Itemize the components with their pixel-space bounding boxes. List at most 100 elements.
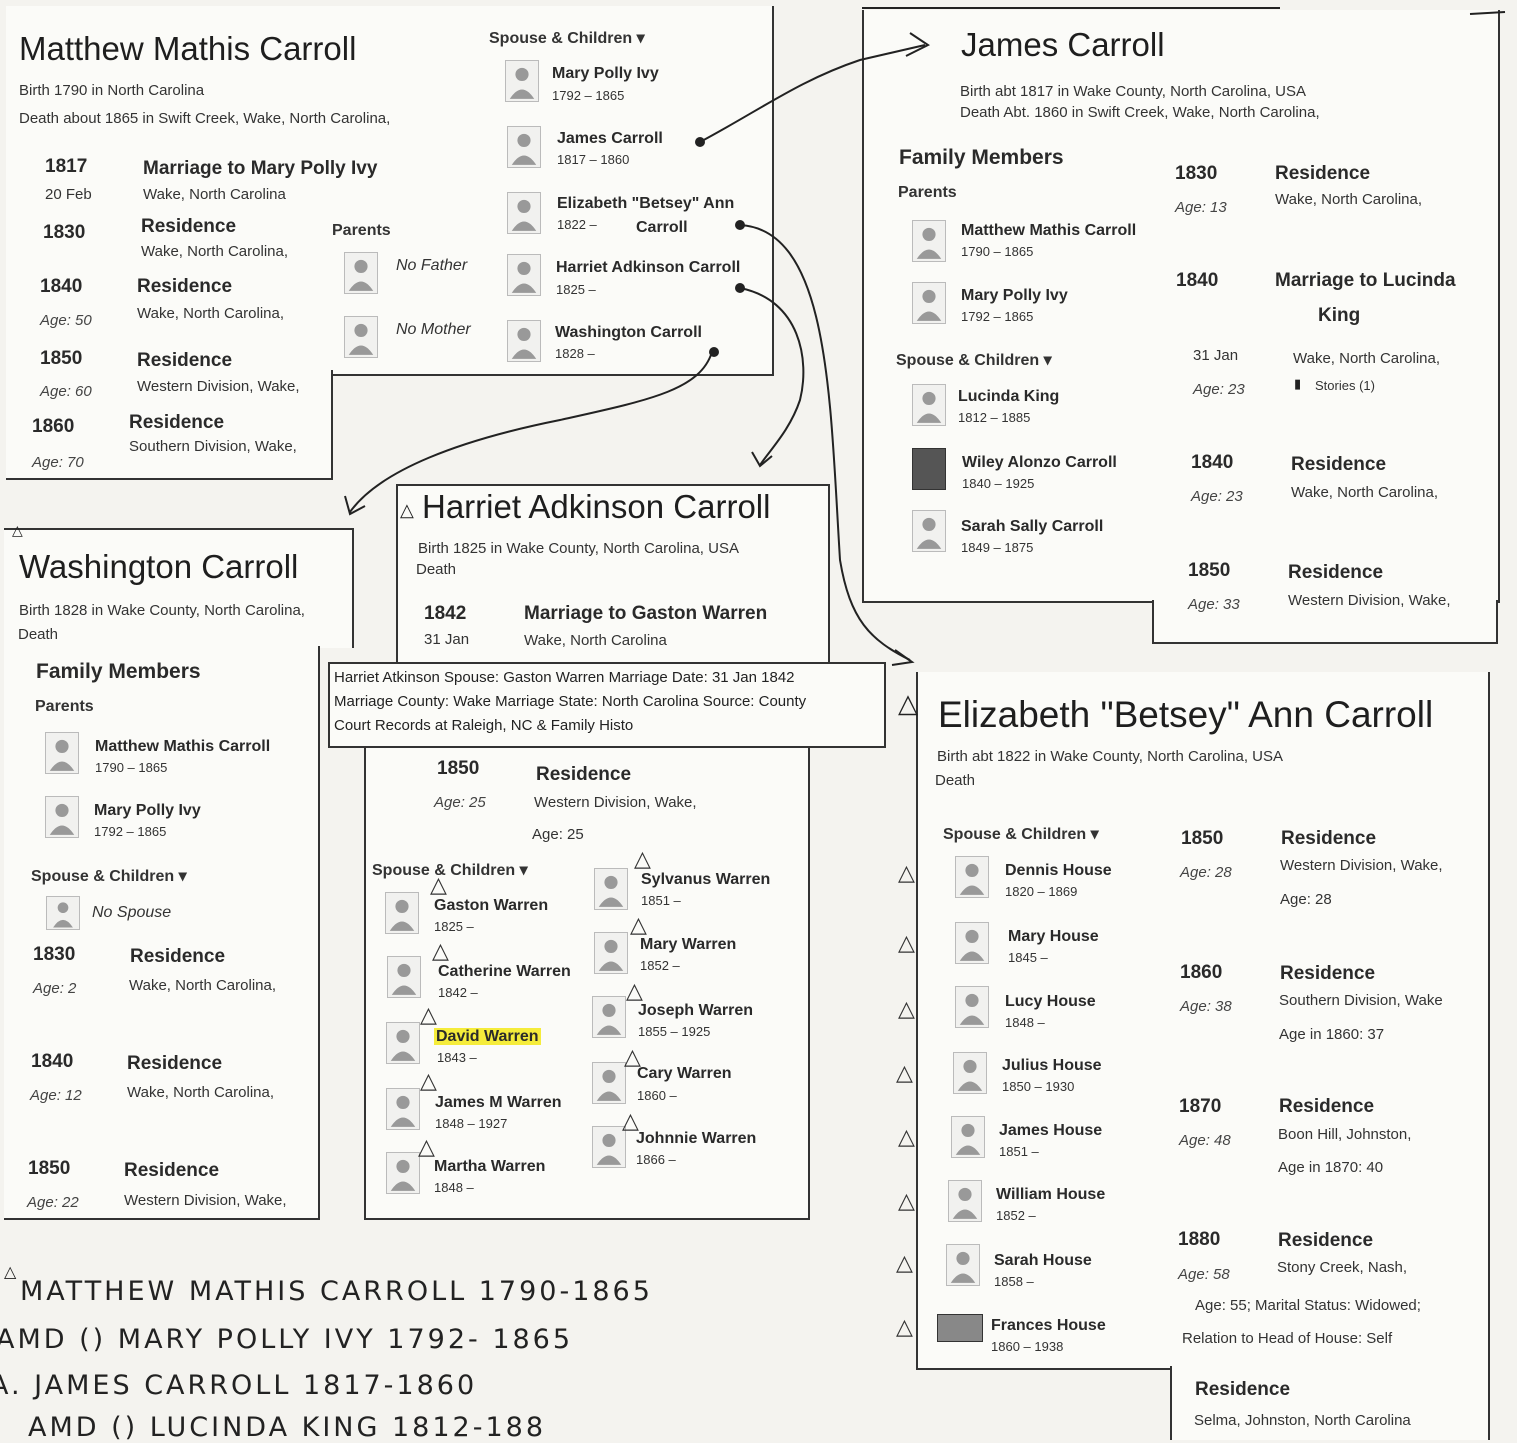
person-avatar-icon [912,384,946,426]
matthew-event-title[interactable]: Residence [137,350,232,372]
james-event-title[interactable]: Residence [1288,562,1383,584]
harriet-left-name-highlighted[interactable]: David Warren [434,1028,541,1046]
elizabeth-event-extra: Age in 1870: 40 [1278,1159,1383,1176]
harriet-right-name[interactable]: Cary Warren [637,1065,732,1083]
washington-parent-name[interactable]: Mary Polly Ivy [94,802,201,820]
elizabeth-family-name[interactable]: Sarah House [994,1252,1092,1270]
matthew-family-name[interactable]: Harriet Adkinson Carroll [556,259,740,277]
person-avatar-icon [507,320,541,362]
elizabeth-family-name[interactable]: William House [996,1186,1105,1204]
elizabeth-family-dates: 1848 – [1005,1015,1045,1030]
washington-family-members-heading: Family Members [36,660,201,684]
elizabeth-event-title[interactable]: Residence [1281,828,1376,850]
elizabeth-event-title[interactable]: Residence [1279,1096,1374,1118]
matthew-event-place: Southern Division, Wake, [129,438,297,455]
james-event-year: 1840 [1191,452,1233,474]
james-parent-name[interactable]: Mary Polly Ivy [961,287,1068,305]
triangle-mark-icon: △ [898,688,918,719]
james-parent-name[interactable]: Matthew Mathis Carroll [961,222,1136,240]
elizabeth-event-title[interactable]: Residence [1280,963,1375,985]
elizabeth-family-dates: 1820 – 1869 [1005,884,1077,899]
person-avatar-icon [953,1052,987,1094]
matthew-event-title[interactable]: Residence [129,412,224,434]
person-photo-icon [937,1314,983,1342]
james-event-year: 1850 [1188,560,1230,582]
harriet-spouse-children-dropdown[interactable]: Spouse & Children ▾ [372,860,528,880]
matthew-family-dates: 1817 – 1860 [557,152,629,167]
harriet-left-name[interactable]: James M Warren [435,1094,562,1112]
washington-event-age: Age: 12 [30,1087,82,1104]
james-parents-label: Parents [898,184,957,202]
elizabeth-event-place: Boon Hill, Johnston, [1278,1126,1411,1143]
elizabeth-event-title[interactable]: Residence [1278,1230,1373,1252]
harriet-left-name[interactable]: Catherine Warren [438,963,571,981]
harriet-left-name[interactable]: Gaston Warren [434,897,548,915]
elizabeth-family-name[interactable]: James House [999,1122,1102,1140]
matthew-event-title[interactable]: Residence [141,216,236,238]
harriet-marriage-title[interactable]: Marriage to Gaston Warren [524,603,767,625]
washington-event-title[interactable]: Residence [124,1160,219,1182]
person-avatar-icon [45,732,79,774]
james-event-title[interactable]: Marriage to Lucinda [1275,270,1456,292]
elizabeth-family-name[interactable]: Dennis House [1005,862,1112,880]
handwritten-line: A. JAMES CARROLL 1817-1860 [0,1370,477,1401]
james-family-name[interactable]: Wiley Alonzo Carroll [962,454,1117,472]
james-family-name[interactable]: Lucinda King [958,388,1059,406]
james-spouse-children-dropdown[interactable]: Spouse & Children ▾ [896,350,1052,370]
harriet-residence-title[interactable]: Residence [536,764,631,786]
washington-death: Death [18,626,58,643]
note-line: Harriet Atkinson Spouse: Gaston Warren M… [334,666,880,690]
elizabeth-spouse-children-dropdown[interactable]: Spouse & Children ▾ [943,824,1099,844]
harriet-left-name[interactable]: Martha Warren [434,1158,545,1176]
james-event-title[interactable]: Residence [1275,163,1370,185]
harriet-right-name[interactable]: Joseph Warren [638,1002,753,1020]
matthew-event-title[interactable]: Marriage to Mary Polly Ivy [143,158,377,180]
matthew-spouse-children-dropdown[interactable]: Spouse & Children ▾ [489,28,645,48]
person-avatar-icon [594,932,628,974]
james-family-dates: 1840 – 1925 [962,476,1034,491]
person-photo-icon [912,448,946,490]
james-event-title[interactable]: Residence [1291,454,1386,476]
harriet-right-name[interactable]: Johnnie Warren [636,1130,756,1148]
harriet-right-dates: 1852 – [640,958,680,973]
elizabeth-family-name[interactable]: Mary House [1008,928,1099,946]
matthew-event-age: Age: 50 [40,312,92,329]
james-family-name[interactable]: Sarah Sally Carroll [961,518,1103,536]
matthew-no-mother: No Mother [396,321,471,339]
washington-spouse-children-dropdown[interactable]: Spouse & Children ▾ [31,866,187,886]
matthew-family-name[interactable]: James Carroll [557,130,663,148]
person-avatar-icon [912,282,946,324]
harriet-left-dates: 1843 – [437,1050,477,1065]
washington-event-title[interactable]: Residence [127,1053,222,1075]
matthew-event-place: Wake, North Carolina [143,186,286,203]
triangle-mark-icon: △ [430,872,447,898]
elizabeth-event-year: 1870 [1179,1096,1221,1118]
washington-parent-name[interactable]: Matthew Mathis Carroll [95,738,270,756]
elizabeth-title: Elizabeth "Betsey" Ann Carroll [938,694,1433,736]
harriet-birth: Birth 1825 in Wake County, North Carolin… [418,540,739,557]
james-stories-link[interactable]: Stories (1) [1315,378,1375,393]
james-event-title-cont[interactable]: King [1318,305,1360,327]
james-event-year: 1840 [1176,270,1218,292]
harriet-right-name[interactable]: Sylvanus Warren [641,871,770,889]
james-family-members-heading: Family Members [899,146,1064,170]
washington-event-age: Age: 22 [27,1194,79,1211]
washington-event-year: 1850 [28,1158,70,1180]
washington-event-title[interactable]: Residence [130,946,225,968]
book-icon: ▮ [1294,376,1301,392]
matthew-event-title[interactable]: Residence [137,276,232,298]
harriet-residence-place: Western Division, Wake, [534,794,697,811]
matthew-family-name-cont[interactable]: Carroll [636,219,688,237]
elizabeth-death: Death [935,772,975,789]
elizabeth-event-year: 1850 [1181,828,1223,850]
harriet-right-dates: 1866 – [636,1152,676,1167]
matthew-family-name[interactable]: Washington Carroll [555,324,702,342]
elizabeth-last-title[interactable]: Residence [1195,1379,1290,1401]
elizabeth-family-name[interactable]: Julius House [1002,1057,1102,1075]
elizabeth-family-name[interactable]: Lucy House [1005,993,1096,1011]
harriet-right-name[interactable]: Mary Warren [640,936,736,954]
matthew-family-name[interactable]: Elizabeth "Betsey" Ann [557,195,734,213]
harriet-left-dates: 1848 – [434,1180,474,1195]
matthew-family-name[interactable]: Mary Polly Ivy [552,65,659,83]
elizabeth-family-name[interactable]: Frances House [991,1317,1106,1335]
